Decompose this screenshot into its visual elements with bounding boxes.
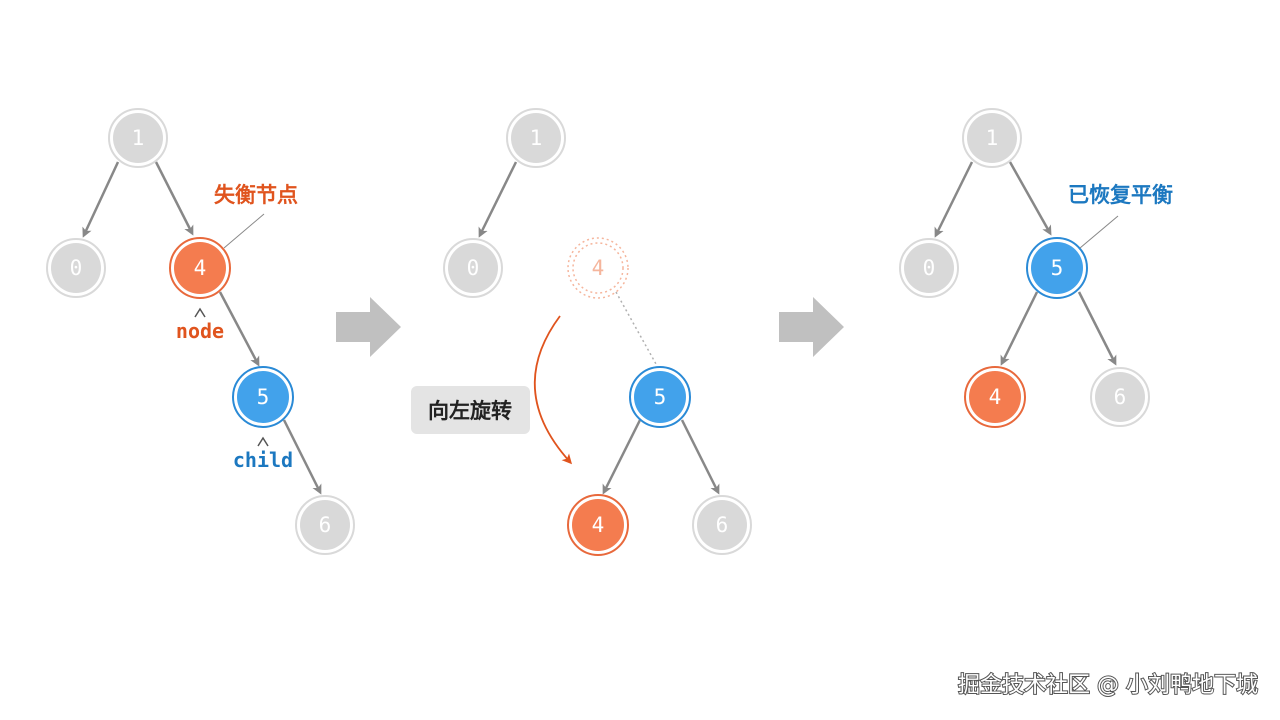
edge-1-to-4 (154, 161, 194, 236)
tree-node-0: 0 (46, 238, 106, 298)
node-value: 0 (70, 256, 83, 280)
node-value: 6 (319, 513, 332, 537)
rotate-left-label: 向左旋转 (428, 399, 512, 423)
rotation-arrow-icon (533, 315, 573, 465)
node-value: 5 (654, 385, 667, 409)
tree-node-1: 1 (962, 108, 1022, 168)
edge-5-to-4 (1000, 291, 1039, 366)
panel-2-rotating: 1 0 4 5 4 6 (411, 108, 752, 556)
node-value: 6 (1114, 385, 1127, 409)
node-pointer-label: node (176, 319, 224, 343)
tree-node-6: 6 (1090, 367, 1150, 427)
node-caret-icon (194, 307, 206, 318)
edge-5-to-6 (1077, 291, 1117, 366)
rotate-left-tag: 向左旋转 (411, 386, 530, 434)
node-value: 5 (1051, 256, 1064, 280)
big-right-arrow-icon (336, 297, 401, 357)
tree-node-5: 5 (629, 366, 691, 428)
panel-3-after: 1 0 5 4 6 已恢复平衡 (899, 108, 1173, 428)
node-value: 0 (467, 256, 480, 280)
node-value: 6 (716, 513, 729, 537)
node-value: 4 (592, 256, 605, 280)
node-value: 4 (592, 513, 605, 537)
unbalanced-node-label: 失衡节点 (214, 183, 298, 207)
edge-1-to-0 (934, 161, 974, 238)
tree-node-0: 0 (899, 238, 959, 298)
tree-node-0: 0 (443, 238, 503, 298)
tree-node-4-unbalanced: 4 (169, 237, 231, 299)
child-caret-icon (257, 436, 269, 447)
edge-1-to-0 (478, 161, 518, 238)
tree-node-4: 4 (964, 366, 1026, 428)
edge-1-to-0 (82, 161, 120, 238)
node-value: 1 (530, 126, 543, 150)
node-value: 1 (986, 126, 999, 150)
node-value: 5 (257, 385, 270, 409)
edge-5-to-4 (602, 419, 642, 495)
node-value: 1 (132, 126, 145, 150)
node-value: 4 (989, 385, 1002, 409)
edge-5-to-6 (680, 419, 720, 495)
tree-node-1: 1 (506, 108, 566, 168)
child-pointer-label: child (233, 448, 293, 472)
balanced-label: 已恢复平衡 (1068, 183, 1173, 207)
panel-1-before: 1 0 4 5 6 失衡节点 node child (46, 108, 355, 555)
tree-node-1: 1 (108, 108, 168, 168)
big-right-arrow-icon (779, 297, 844, 357)
watermark: 掘金技术社区 @ 小刘鸭地下城 (958, 673, 1258, 698)
ghost-link-4-to-5 (615, 291, 657, 365)
tree-node-4-ghost: 4 (567, 237, 629, 299)
node-value: 0 (923, 256, 936, 280)
tree-node-5-child: 5 (232, 366, 294, 428)
tree-node-4: 4 (567, 494, 629, 556)
tree-node-6: 6 (692, 495, 752, 555)
edge-1-to-5 (1008, 161, 1052, 236)
balanced-pointer-line (1079, 215, 1119, 249)
unbalanced-pointer-line (223, 213, 265, 249)
tree-node-6: 6 (295, 495, 355, 555)
node-value: 4 (194, 256, 207, 280)
tree-node-5-balanced: 5 (1026, 237, 1088, 299)
edge-4-to-5 (218, 291, 260, 367)
edge-5-to-6 (282, 419, 322, 495)
